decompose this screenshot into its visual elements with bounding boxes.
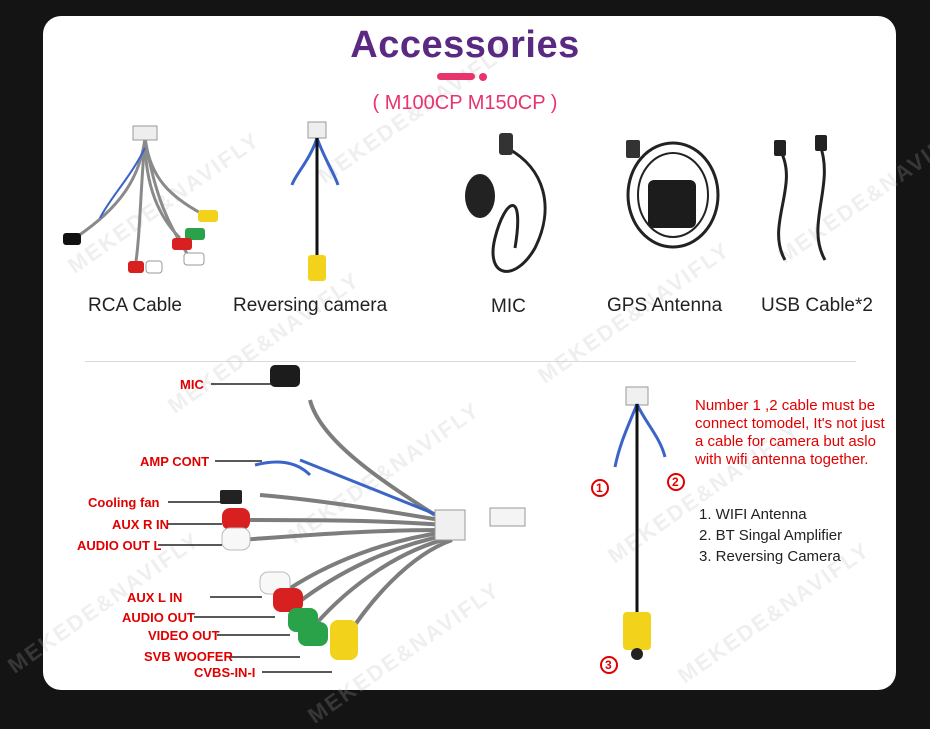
callout-amp-cont: AMP CONT xyxy=(140,454,210,469)
feature-item: 3. Reversing Camera xyxy=(699,548,841,565)
number-badge-2-label: 2 xyxy=(672,475,679,489)
reversing-camera-cable-image xyxy=(290,121,340,281)
section-divider xyxy=(85,361,856,362)
number-badge-1 xyxy=(591,479,609,497)
callout-svb-woofer: SVB WOOFER xyxy=(144,649,233,664)
callout-audio-out-l: AUDIO OUT L xyxy=(77,538,162,553)
accessory-label: MIC xyxy=(491,296,526,317)
number-badge-1-label: 1 xyxy=(596,481,603,495)
accessory-label: GPS Antenna xyxy=(607,295,723,316)
number-badge-3-label: 3 xyxy=(605,658,612,672)
camera-cable-diagram xyxy=(613,386,667,660)
product-card xyxy=(43,16,896,690)
wiring-harness-image xyxy=(158,365,526,673)
accessory-label: USB Cable*2 xyxy=(761,295,873,316)
mic-image xyxy=(465,133,547,273)
feature-item: 1. WIFI Antenna xyxy=(699,506,807,523)
callout-audio-out: AUDIO OUT xyxy=(122,610,195,625)
usb-cable-image xyxy=(774,135,827,261)
title-underline xyxy=(437,73,475,80)
callout-cvbs-in: CVBS-IN-I xyxy=(194,665,256,680)
accessory-label: RCA Cable xyxy=(88,295,182,316)
page-title: Accessories xyxy=(350,24,580,66)
callout-aux-r-in: AUX R IN xyxy=(112,517,170,532)
number-badge-3 xyxy=(600,656,618,674)
accessory-label: Reversing camera xyxy=(233,295,388,316)
model-subtitle: ( M100CP M150CP ) xyxy=(372,92,558,114)
callout-video-out: VIDEO OUT xyxy=(148,628,220,643)
callout-cooling-fan: Cooling fan xyxy=(88,495,160,510)
warning-note: Number 1 ,2 cable must be connect tomode… xyxy=(695,397,885,468)
callout-mic: MIC xyxy=(180,377,204,392)
callout-aux-l-in: AUX L IN xyxy=(127,590,183,605)
title-underline-dot xyxy=(479,73,487,81)
feature-item: 2. BT Singal Amplifier xyxy=(699,527,843,544)
rca-cable-image xyxy=(63,125,218,274)
gps-antenna-image xyxy=(626,140,720,249)
number-badge-2 xyxy=(667,473,685,491)
